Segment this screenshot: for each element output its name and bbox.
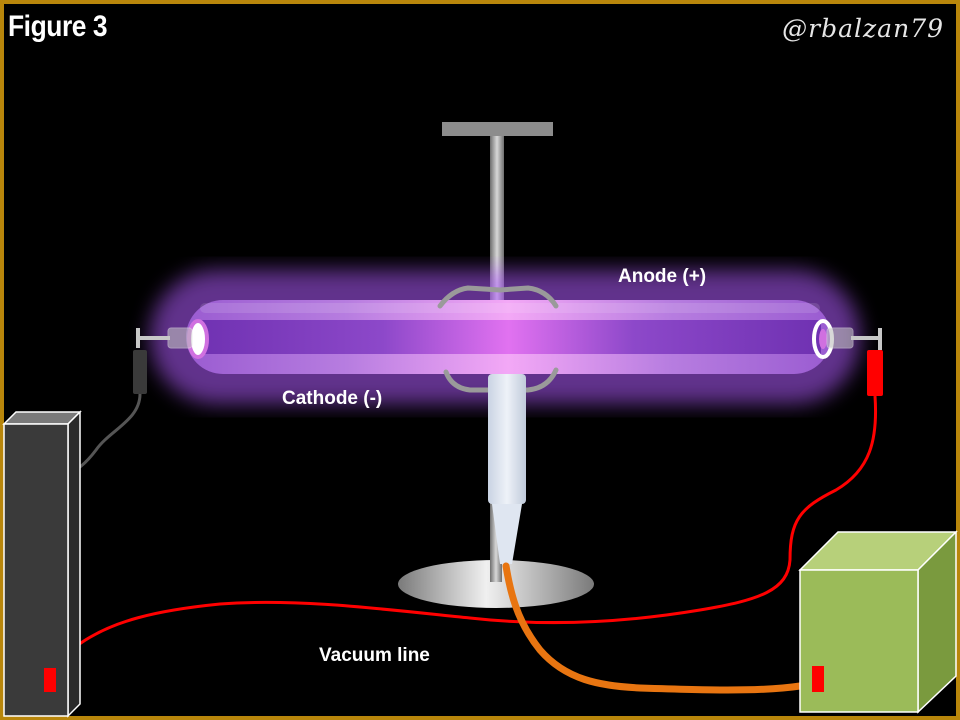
power-supply-left <box>2 410 82 718</box>
anode-clip <box>867 350 883 396</box>
stand-base <box>398 560 594 608</box>
vacuum-sleeve <box>488 374 526 504</box>
cathode-label: Cathode (-) <box>282 388 383 409</box>
anode-label: Anode (+) <box>618 266 707 287</box>
author-watermark: @rbalzan79 <box>782 14 944 43</box>
tube-highlight <box>200 303 820 313</box>
stand-rod <box>490 136 504 306</box>
cathode-clip <box>133 350 147 394</box>
stand-top-bar <box>442 122 553 136</box>
vacuum-line-label: Vacuum line <box>319 645 430 666</box>
figure-title: Figure 3 <box>8 10 108 43</box>
clamp-upper <box>437 285 559 309</box>
tube-core <box>196 320 821 354</box>
indicator-right <box>812 666 824 692</box>
indicator-left <box>44 668 56 692</box>
power-supply-right <box>798 530 958 714</box>
positive-wire <box>73 395 878 650</box>
vacuum-hose <box>502 562 804 694</box>
